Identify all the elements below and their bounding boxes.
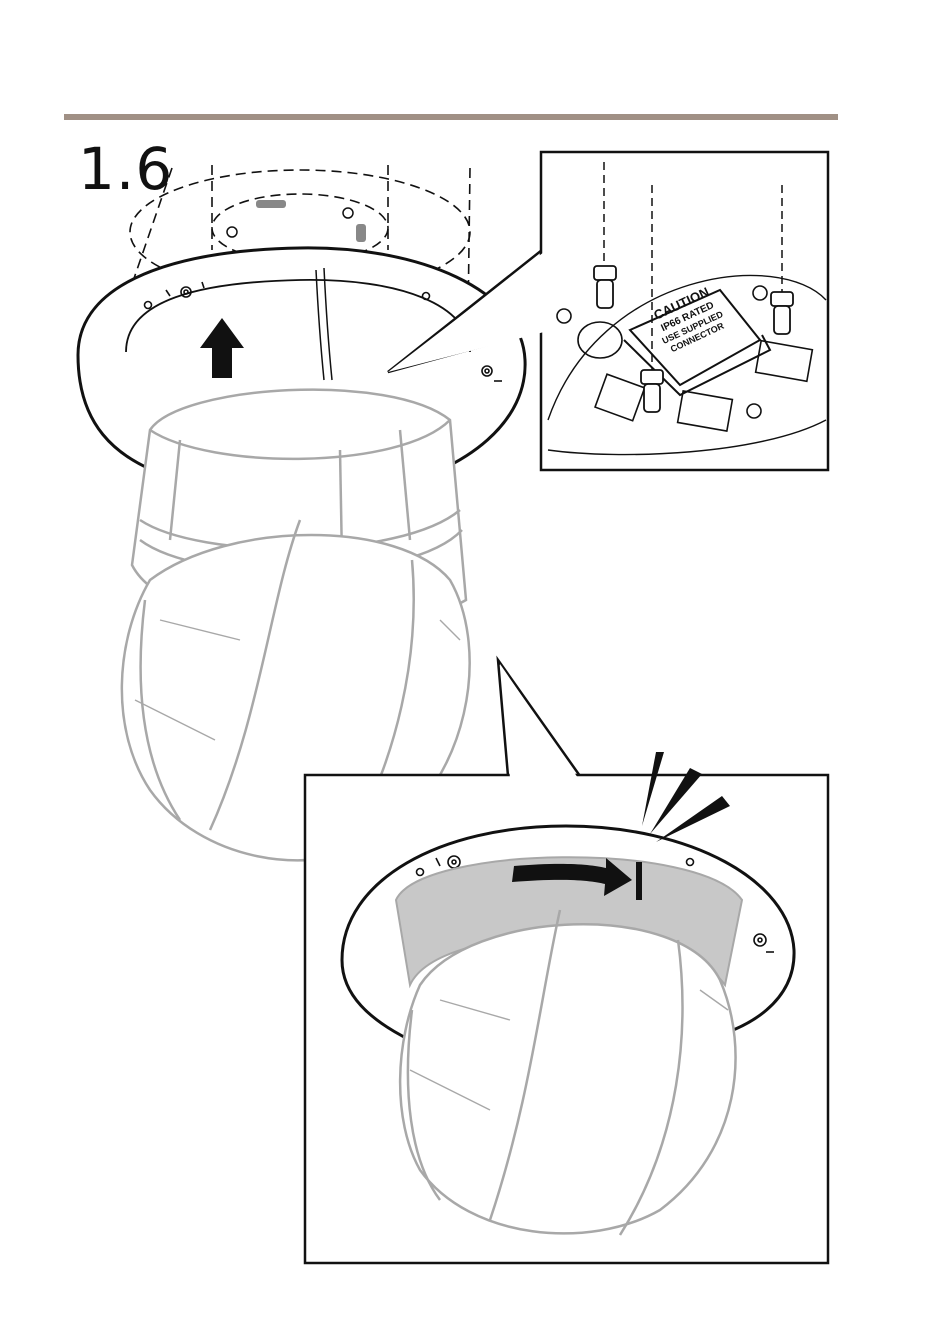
step-number: 1.6 [78, 140, 173, 198]
header-rule [64, 114, 838, 120]
detail-camera-dome [400, 910, 735, 1235]
